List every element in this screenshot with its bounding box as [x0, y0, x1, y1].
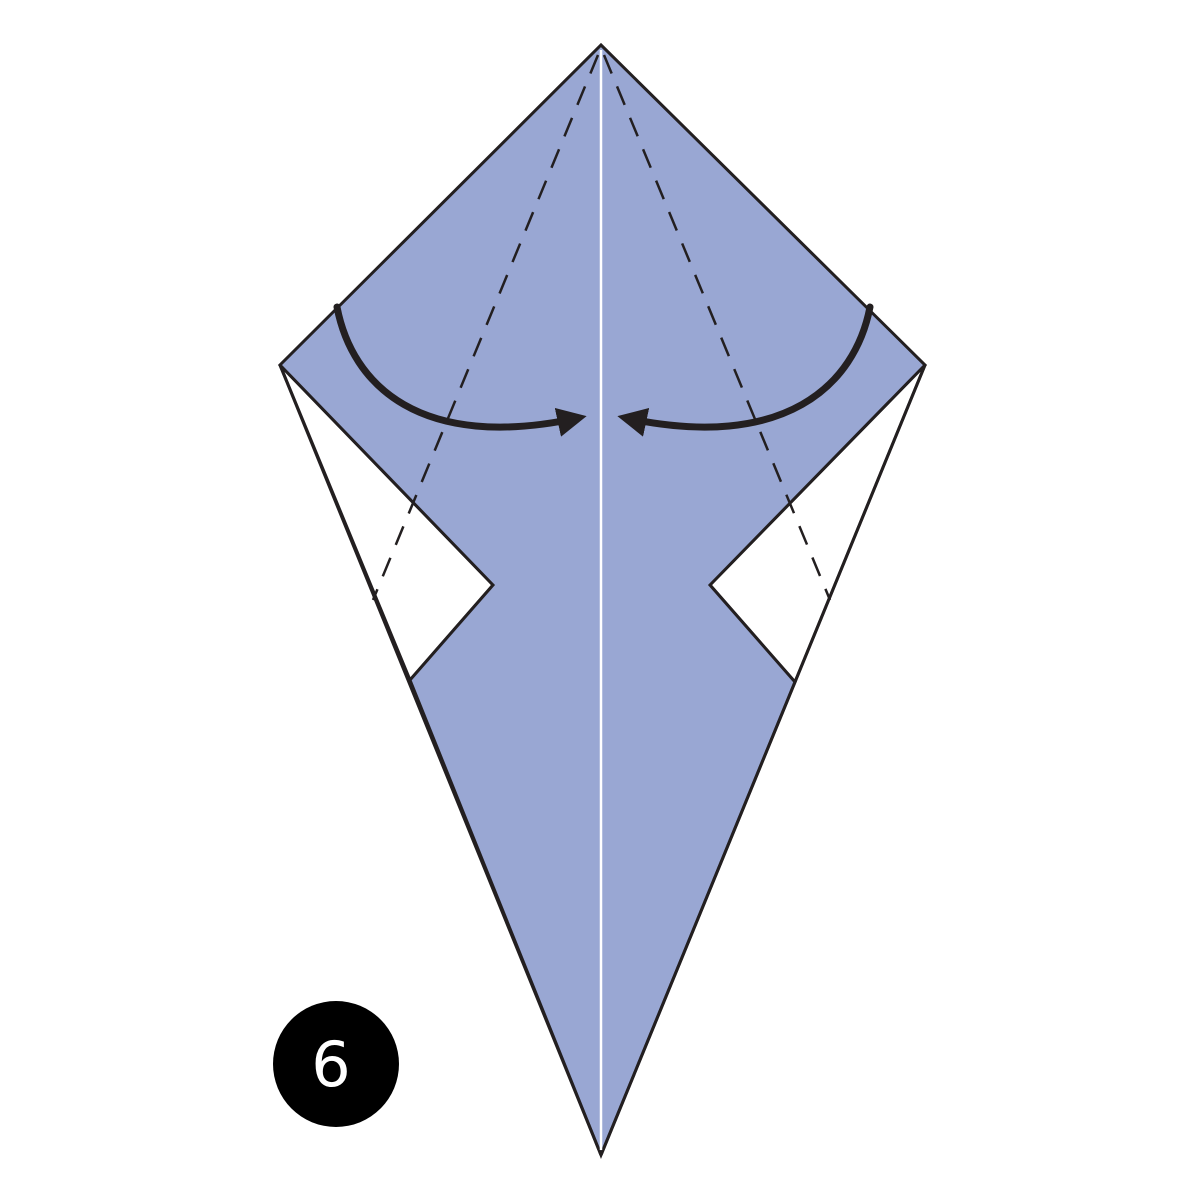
right-fold-line — [602, 54, 832, 601]
step-badge-circle — [273, 1001, 399, 1127]
step-number: 6 — [311, 1028, 350, 1101]
left-outer-edge — [278, 364, 603, 1156]
right-fold-arrow-icon — [617, 303, 874, 437]
left-fold-line — [371, 54, 600, 601]
step-number-badge: 6 — [273, 1001, 399, 1127]
right-outer-edge — [599, 364, 927, 1156]
left-fold-arrow-icon — [333, 303, 587, 437]
